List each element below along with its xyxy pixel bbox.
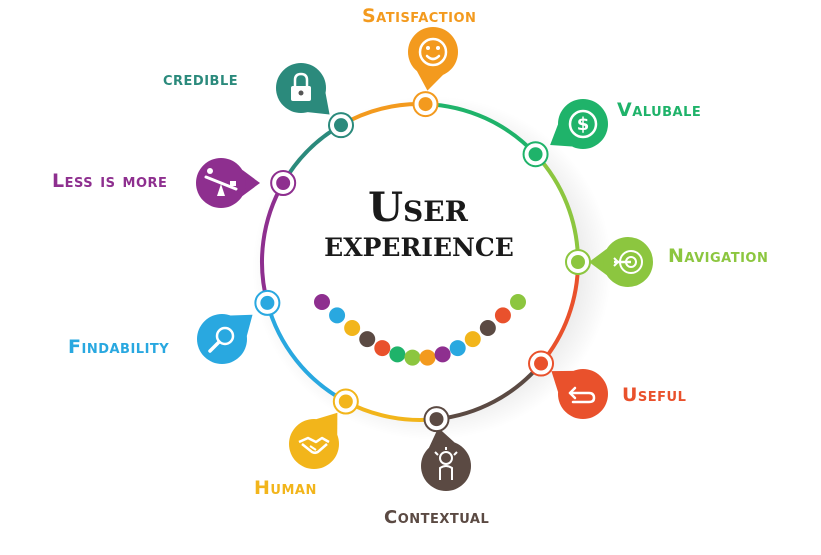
bubble-satisfaction — [408, 27, 458, 77]
smile-dot — [374, 340, 391, 357]
bubble-valubale — [558, 99, 608, 149]
label-navigation: Navigation — [668, 245, 769, 267]
smile-dot — [359, 331, 376, 348]
label-useful: Useful — [622, 384, 687, 406]
node-valubale: $ — [522, 99, 608, 168]
smile-dot — [389, 346, 406, 363]
seesaw-icon — [204, 168, 238, 196]
ring-marker-dot — [334, 118, 348, 133]
compass-target-icon — [613, 250, 643, 274]
smile-dot — [494, 307, 511, 324]
node-human — [289, 388, 359, 469]
bubble-human — [289, 419, 339, 469]
smile-dot — [419, 349, 436, 366]
smile-dot — [510, 294, 526, 310]
return-arrow-icon — [568, 386, 596, 404]
ring-marker-dot — [534, 356, 549, 371]
node-useful — [528, 350, 608, 419]
ring-marker-dot — [571, 255, 585, 269]
smile-dot — [434, 346, 451, 363]
ring-arc-less-is-more — [260, 182, 285, 304]
node-contextual — [421, 406, 471, 491]
ring-marker-dot — [528, 147, 543, 162]
smile-dot — [344, 320, 361, 337]
ring-arc-navigation — [534, 152, 580, 263]
label-human: Human — [254, 477, 317, 499]
ring-marker-dot — [260, 295, 275, 310]
ring-marker-dot — [418, 97, 433, 112]
smile-dot — [479, 320, 496, 337]
node-credible — [276, 63, 354, 139]
node-navigation — [565, 237, 653, 287]
label-credible: credible — [163, 68, 239, 90]
label-valubale: Valubale — [617, 99, 702, 121]
bubble-findability — [197, 314, 247, 364]
ring-marker-dot — [276, 176, 291, 190]
padlock-icon — [291, 72, 311, 101]
label-satisfaction: Satisfaction — [362, 5, 477, 27]
label-contextual: Contextual — [384, 507, 490, 528]
label-findability: Findability — [68, 336, 170, 358]
smile-dots — [314, 294, 526, 366]
smile-dot — [449, 340, 466, 357]
person-bulb-icon — [434, 447, 458, 480]
node-findability — [197, 289, 281, 364]
title-line-1: User — [368, 184, 468, 231]
smile-dot — [329, 307, 346, 324]
ring-marker-dot — [429, 412, 444, 427]
ring-marker-dot — [338, 394, 353, 409]
ring-arc-valubale — [425, 102, 538, 156]
ring-arc-contextual — [436, 362, 543, 422]
title-line-2: experience — [324, 223, 514, 265]
smile-dot — [464, 331, 481, 348]
wheel-nodes: $ — [196, 27, 653, 491]
label-less-is-more: Less is more — [52, 170, 168, 192]
smiley-icon — [418, 37, 448, 67]
node-less-is-more — [196, 158, 297, 208]
handshake-icon — [298, 436, 330, 455]
node-satisfaction — [408, 27, 458, 118]
svg-text:$: $ — [577, 114, 590, 135]
smile-dot — [314, 294, 330, 310]
dollar-icon: $ — [568, 109, 598, 139]
ring-arc-findability — [265, 302, 347, 404]
bubble-pointer — [589, 248, 607, 276]
wheel-face — [262, 104, 578, 420]
magnifier-icon — [208, 326, 235, 353]
bubble-pointer — [242, 169, 260, 197]
smile-dot — [404, 349, 421, 366]
